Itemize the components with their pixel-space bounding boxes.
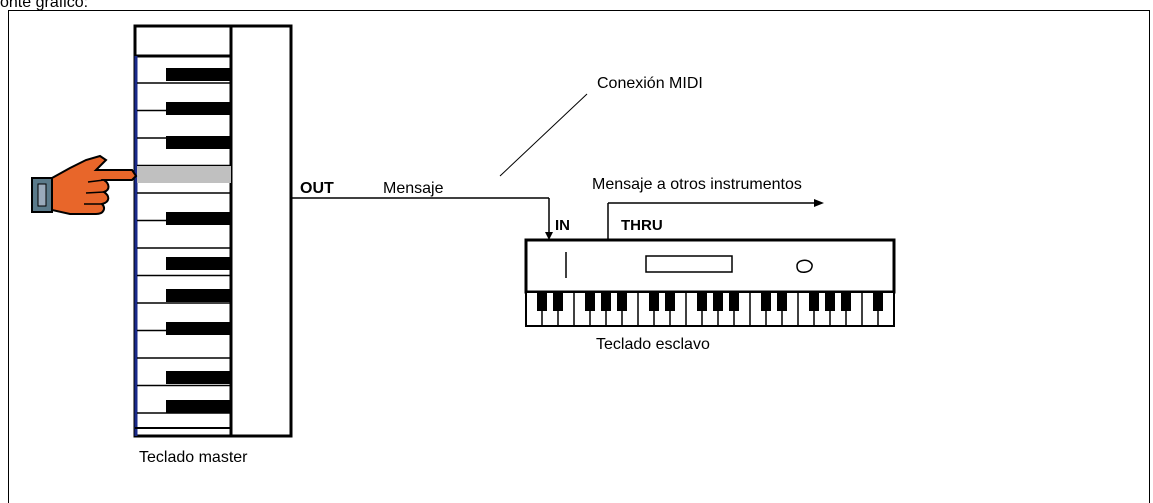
master-black-key xyxy=(166,212,231,225)
pressed-key xyxy=(137,166,231,183)
slave-display xyxy=(645,255,733,273)
slave-black-keys xyxy=(537,292,883,311)
midi-in-arrowhead xyxy=(545,232,553,240)
diagram-frame xyxy=(8,10,1150,503)
pointing-hand-icon xyxy=(31,154,138,215)
page-caption: onte gráfico: xyxy=(0,0,89,11)
master-black-key xyxy=(166,136,231,149)
master-black-key xyxy=(166,257,231,270)
master-black-key xyxy=(166,102,231,115)
master-black-key xyxy=(166,400,231,413)
slave-black-key xyxy=(553,292,563,311)
label-thru: THRU xyxy=(621,217,663,234)
slave-black-key xyxy=(649,292,659,311)
label-mensaje: Mensaje xyxy=(383,180,444,197)
midi-thru-arrowhead xyxy=(814,199,824,207)
slave-black-key xyxy=(585,292,595,311)
slave-black-key xyxy=(617,292,627,311)
slave-knob xyxy=(796,259,813,273)
slave-black-key xyxy=(841,292,851,311)
slave-black-key xyxy=(729,292,739,311)
slave-black-key xyxy=(809,292,819,311)
slave-keys-area xyxy=(525,291,895,327)
slave-black-key xyxy=(665,292,675,311)
slave-keyboard xyxy=(524,238,896,327)
connection-pointer-line xyxy=(499,93,588,177)
master-keyboard xyxy=(133,24,293,438)
master-black-keys xyxy=(166,68,231,413)
slave-black-key xyxy=(873,292,883,311)
master-keyboard-body xyxy=(133,24,293,438)
label-conexion-midi: Conexión MIDI xyxy=(597,75,703,92)
slave-black-key xyxy=(825,292,835,311)
label-mensaje-otros: Mensaje a otros instrumentos xyxy=(592,176,802,193)
slave-black-key xyxy=(697,292,707,311)
master-black-key xyxy=(166,322,231,335)
label-teclado-esclavo: Teclado esclavo xyxy=(596,336,710,353)
label-in: IN xyxy=(555,217,570,234)
master-black-key xyxy=(166,68,231,81)
slave-black-key xyxy=(761,292,771,311)
label-out: OUT xyxy=(300,180,334,197)
master-black-key xyxy=(166,371,231,384)
slave-black-key xyxy=(601,292,611,311)
slave-black-key xyxy=(777,292,787,311)
slave-black-key xyxy=(537,292,547,311)
master-black-key xyxy=(166,289,231,302)
slave-black-key xyxy=(713,292,723,311)
label-teclado-master: Teclado master xyxy=(139,449,248,466)
